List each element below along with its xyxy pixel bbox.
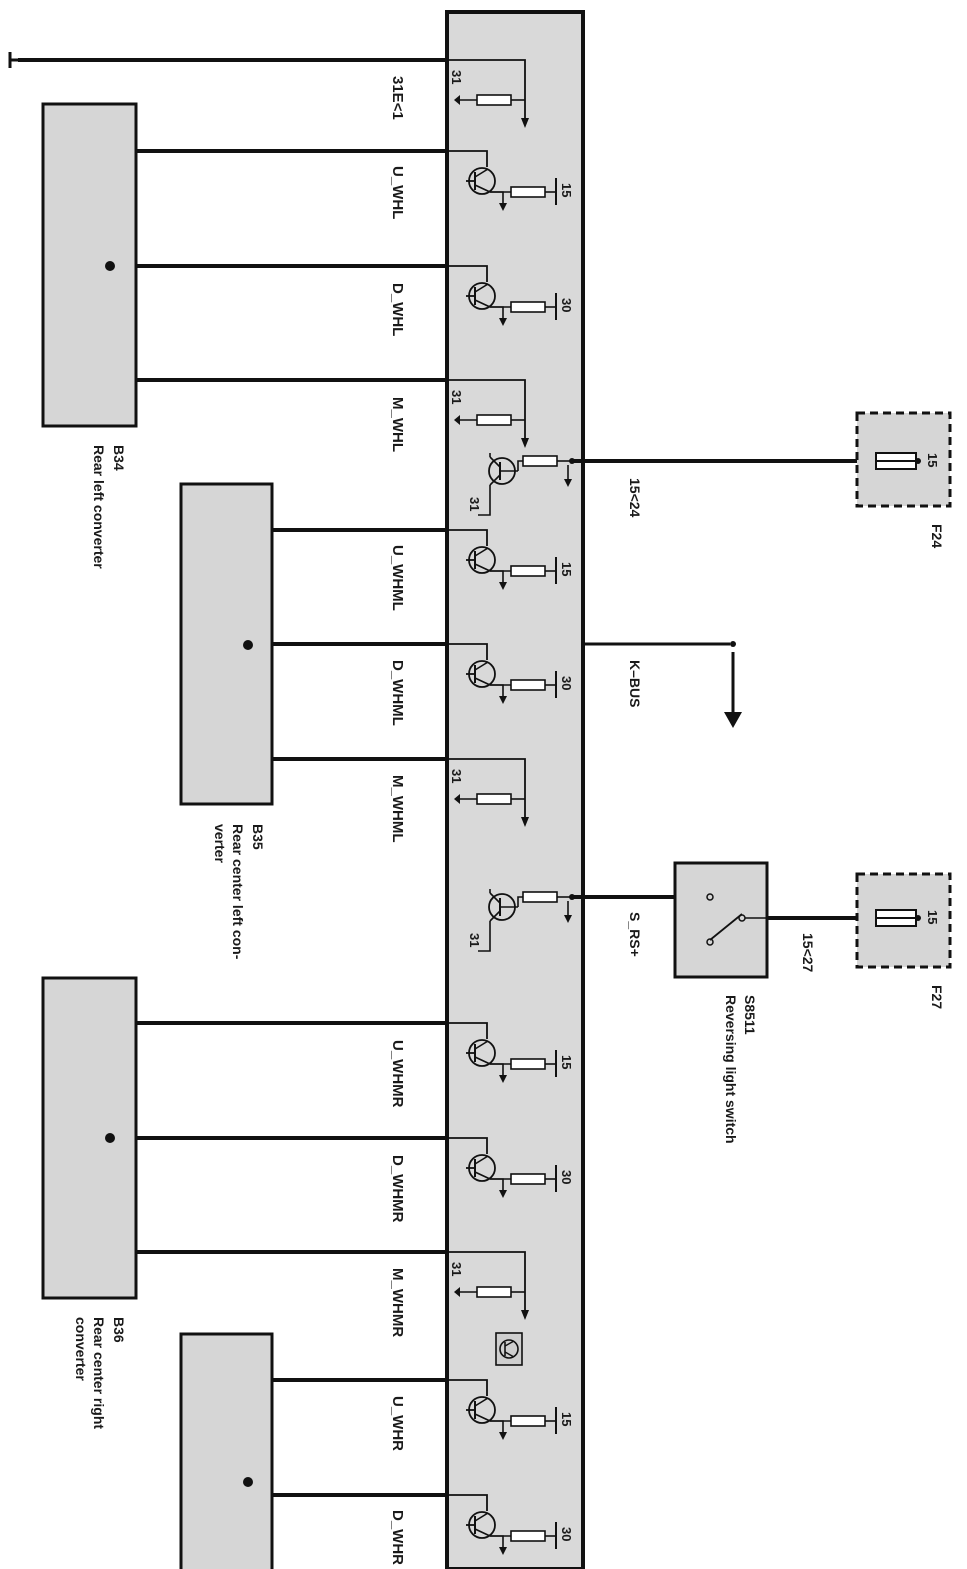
s8511-name: Reversing light switch <box>723 995 739 1144</box>
b36-rear-center-right-converter <box>41 976 138 1300</box>
f27-fuse-terminal <box>915 915 921 921</box>
pulldown-31e-pin-31: 31 <box>449 70 464 84</box>
driver-d-whr-pin-p30: 30 <box>559 1527 574 1541</box>
driver-d-whl-pin-p30: 30 <box>559 298 574 312</box>
signal-d-whmr: D_WHMR <box>389 1155 406 1223</box>
driver-u-whmr: 15 <box>447 1022 574 1083</box>
b36-dot <box>105 1133 115 1143</box>
b36-id: B36 <box>111 1317 127 1343</box>
wire-label-15-27: 15<27 <box>800 933 816 973</box>
wire-s-rs-node <box>569 894 575 900</box>
pulldown-m-whml: 31 <box>447 758 529 827</box>
input-stage-s-rs: 31 <box>467 889 572 952</box>
b34-name: Rear left converter <box>91 445 107 569</box>
b35-name-line2: verter <box>212 824 228 863</box>
wire-label-s-rs: S_RS+ <box>627 912 643 957</box>
signal-d-whml: D_WHML <box>389 660 406 726</box>
pulldown-31e: 31 <box>447 59 529 128</box>
b34-id: B34 <box>111 445 127 471</box>
wire-15-24-node <box>569 458 575 464</box>
signal-m-whmr: M_WHMR <box>389 1268 406 1337</box>
b34-dot <box>105 261 115 271</box>
driver-d-whr: 30 <box>447 1494 574 1555</box>
f27-id: F27 <box>929 985 945 1009</box>
f24-fuse-terminal <box>915 458 921 464</box>
b35-id: B35 <box>250 824 266 850</box>
ground-wire-top <box>8 52 447 68</box>
driver-u-whr-pin-p15: 15 <box>559 1412 574 1426</box>
module-internal-circuits: 31 15 30 31 31 15 30 31 31 15 30 31 15 30 <box>447 59 574 1555</box>
signal-u-whmr: U_WHMR <box>389 1040 406 1108</box>
input-stage-15-24: 31 <box>467 453 572 516</box>
pulldown-m-whml-pin-31: 31 <box>449 769 464 783</box>
rear-right-converter-partial <box>179 1332 274 1569</box>
driver-d-whml-pin-p30: 30 <box>559 676 574 690</box>
driver-d-whmr-pin-p30: 30 <box>559 1170 574 1184</box>
signal-31e-1: 31E<1 <box>389 76 406 120</box>
signal-u-whml: U_WHML <box>389 545 406 611</box>
b35-rear-center-left-converter <box>179 482 274 806</box>
driver-u-whl-pin-p15: 15 <box>559 183 574 197</box>
wire-label-15-24: 15<24 <box>627 478 643 518</box>
f24-id: F24 <box>929 524 945 548</box>
b36-name-line1: Rear center right <box>91 1317 107 1429</box>
driver-d-whmr: 30 <box>447 1137 574 1198</box>
s8511-reversing-light-switch <box>673 861 769 979</box>
f24-pin: 15 <box>925 453 940 467</box>
signal-u-whr: U_WHR <box>389 1396 406 1451</box>
driver-u-whmr-pin-p15: 15 <box>559 1055 574 1069</box>
signal-u-whl: U_WHL <box>389 166 406 219</box>
pulldown-m-whl: 31 <box>447 379 529 448</box>
driver-d-whml: 30 <box>447 643 574 704</box>
driver-d-whl: 30 <box>447 265 574 326</box>
driver-u-whml: 15 <box>447 529 574 590</box>
rear-right-converter-dot <box>243 1477 253 1487</box>
control-module-body <box>445 10 585 1569</box>
pulldown-m-whl-pin-31: 31 <box>449 390 464 404</box>
driver-u-whr: 15 <box>447 1379 574 1440</box>
s8511-id: S8511 <box>742 995 758 1035</box>
input-stage-s-rs-pin-31: 31 <box>467 933 482 947</box>
signal-d-whr: D_WHR <box>389 1510 406 1565</box>
transistor-symbol-icon <box>495 1332 523 1366</box>
signal-m-whml: M_WHML <box>389 775 406 843</box>
wire-label-k-bus: K–BUS <box>627 660 643 707</box>
f27-pin: 15 <box>925 910 940 924</box>
b35-dot <box>243 640 253 650</box>
b35-name-line1: Rear center left con- <box>230 824 246 960</box>
input-stage-15-24-pin-31: 31 <box>467 497 482 511</box>
signal-m-whl: M_WHL <box>389 397 406 452</box>
k-bus-wire <box>583 641 742 728</box>
labels: 31E<1 U_WHL D_WHL M_WHL U_WHML D_WHML M_… <box>73 76 945 1565</box>
driver-u-whl: 15 <box>447 150 574 211</box>
f27-fuse-box <box>855 872 952 969</box>
pulldown-m-whmr-pin-31: 31 <box>449 1262 464 1276</box>
driver-u-whml-pin-p15: 15 <box>559 562 574 576</box>
signal-d-whl: D_WHL <box>389 283 406 336</box>
b34-rear-left-converter <box>41 102 138 428</box>
b36-name-line2: converter <box>73 1317 89 1381</box>
switch-contact <box>706 893 767 946</box>
pulldown-m-whmr: 31 <box>447 1251 529 1320</box>
